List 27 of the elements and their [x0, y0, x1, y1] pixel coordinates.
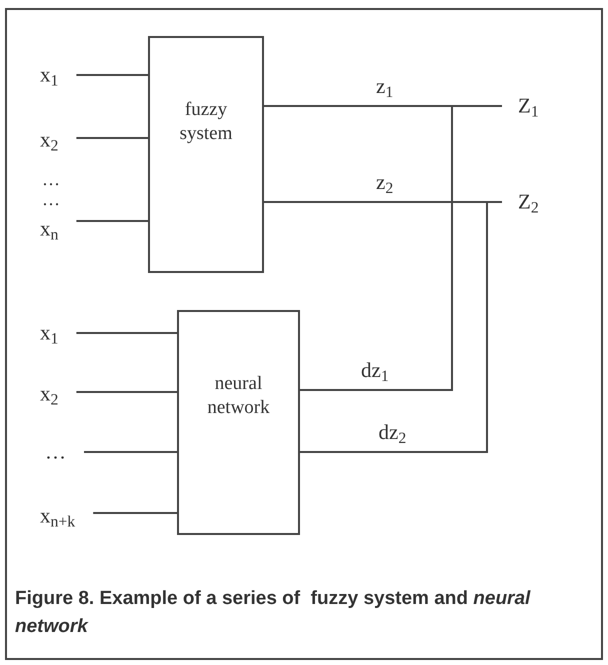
edge-label: dz$_{2}$	[378, 422, 406, 443]
edge-label: z$_{1}$	[376, 76, 394, 97]
connector-line	[76, 391, 177, 393]
process-box: neural network	[177, 310, 300, 535]
process-box: fuzzy system	[148, 36, 264, 273]
input-output-label: …	[45, 442, 66, 462]
input-output-label: x$_{n+k}$	[40, 506, 76, 526]
input-output-label: x$_{2}$	[40, 130, 58, 150]
connector-line	[84, 451, 177, 453]
edge-label: dz$_{1}$	[361, 360, 389, 381]
input-output-label: Z$_{1}$	[518, 96, 539, 116]
ellipsis-label: …	[42, 190, 60, 208]
connector-line	[76, 137, 148, 139]
connector-line	[76, 74, 148, 76]
connector-line	[300, 201, 502, 453]
input-output-label: x$_{1}$	[40, 64, 58, 86]
connector-line	[76, 332, 177, 334]
connector-line	[300, 105, 502, 391]
input-output-label: x$_{1}$	[40, 322, 58, 344]
input-output-label: x$_{2}$	[40, 384, 58, 404]
connector-line	[93, 512, 177, 514]
input-output-label: x$_{n}$	[40, 218, 58, 240]
connector-line	[76, 220, 148, 222]
figure-caption: Figure 8. Example of a series of fuzzy system and neural network	[15, 587, 532, 639]
edge-label: z$_{2}$	[376, 172, 394, 193]
input-output-label: Z$_{2}$	[518, 192, 539, 212]
ellipsis-label: …	[42, 170, 60, 188]
